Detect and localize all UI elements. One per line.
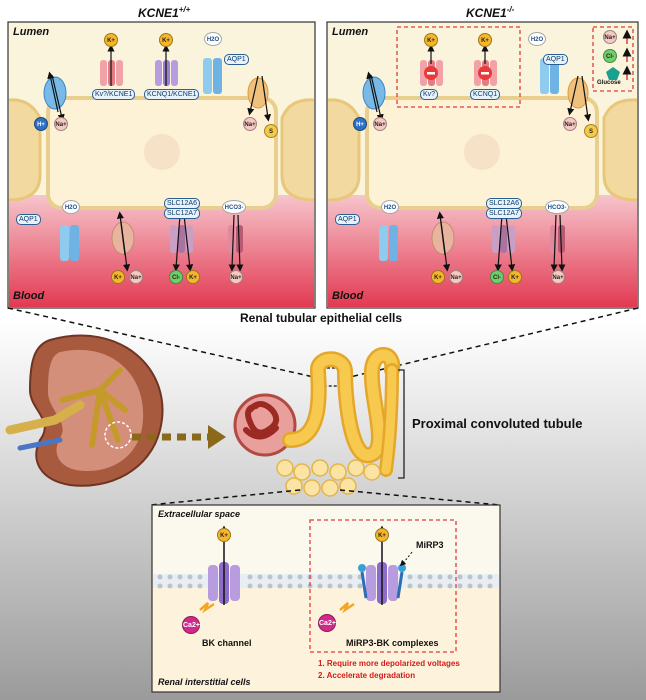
sodium-icon: Na+ <box>243 117 257 131</box>
potassium-icon: K+ <box>375 528 389 542</box>
note-2: 2. Accelerate degradation <box>318 671 416 680</box>
channel-label-aqp1: AQP1 <box>543 54 568 65</box>
potassium-icon: K+ <box>431 270 445 284</box>
note-1: 1. Require more depolarized voltages <box>318 659 460 668</box>
water-icon: H2O <box>204 32 222 46</box>
panel-bk-channel <box>151 504 501 693</box>
chloride-icon: Cl- <box>169 270 183 284</box>
bicarbonate-icon: HCO3- <box>222 200 246 214</box>
calcium-icon: Ca2+ <box>182 616 200 634</box>
mirp3-label: MiRP3 <box>416 540 444 550</box>
proton-icon: H+ <box>353 117 367 131</box>
complex-label: MiRP3-BK complexes <box>346 638 439 648</box>
sodium-icon: Na+ <box>129 270 143 284</box>
extracellular-label: Extracellular space <box>158 509 241 519</box>
channel-label-aqp1: AQP1 <box>224 54 249 65</box>
title-knockout: KCNE1-/- <box>466 5 514 20</box>
legend-sodium-icon: Na+ <box>603 30 617 44</box>
legend-chloride-icon: Cl- <box>603 49 617 63</box>
sodium-icon: Na+ <box>373 117 387 131</box>
kidney-illustration <box>5 334 164 487</box>
nephron-illustration <box>233 347 401 497</box>
potassium-icon: K+ <box>159 33 173 47</box>
lumen-label: Lumen <box>13 26 50 38</box>
blood-label: Blood <box>332 290 364 302</box>
channel-label-kv-kcne1: Kv?/KCNE1 <box>92 89 136 100</box>
title-genotype: -/- <box>506 5 515 14</box>
channel-label-kv: Kv? <box>420 89 439 100</box>
solute-icon: S <box>584 124 598 138</box>
calcium-icon: Ca2+ <box>318 614 336 632</box>
sodium-icon: Na+ <box>229 270 243 284</box>
cotransporter-label-2: SLC12A7 <box>164 208 200 219</box>
title-wildtype: KCNE1+/+ <box>138 5 190 20</box>
bicarbonate-icon: HCO3- <box>545 200 569 214</box>
panel-wildtype <box>7 21 316 309</box>
sodium-icon: Na+ <box>54 117 68 131</box>
potassium-icon: K+ <box>478 33 492 47</box>
section-label: Renal tubular epithelial cells <box>240 311 403 325</box>
legend-glucose-label: Glucose <box>597 80 621 86</box>
potassium-icon: K+ <box>104 33 118 47</box>
potassium-icon: K+ <box>217 528 231 542</box>
potassium-icon: K+ <box>424 33 438 47</box>
title-genotype: +/+ <box>178 5 191 14</box>
sodium-icon: Na+ <box>551 270 565 284</box>
blood-label: Blood <box>13 290 45 302</box>
title-gene: KCNE1 <box>466 6 507 20</box>
potassium-icon: K+ <box>508 270 522 284</box>
water-icon: H2O <box>62 200 80 214</box>
cotransporter-label-2: SLC12A7 <box>486 208 522 219</box>
panel-knockout <box>326 21 639 309</box>
sodium-icon: Na+ <box>563 117 577 131</box>
potassium-icon: K+ <box>186 270 200 284</box>
bk-channel-label: BK channel <box>202 638 252 648</box>
title-gene: KCNE1 <box>138 6 179 20</box>
potassium-icon: K+ <box>111 270 125 284</box>
water-icon: H2O <box>381 200 399 214</box>
aqp1-basal-label: AQP1 <box>335 214 360 225</box>
lumen-label: Lumen <box>332 26 369 38</box>
sodium-icon: Na+ <box>449 270 463 284</box>
interstitial-label: Renal interstitial cells <box>158 677 251 687</box>
channel-label-kcnq1: KCNQ1 <box>470 89 501 100</box>
chloride-icon: Cl- <box>490 270 504 284</box>
aqp1-basal-label: AQP1 <box>16 214 41 225</box>
channel-label-kcnq1-kcne1: KCNQ1/KCNE1 <box>144 89 200 100</box>
tubule-label: Proximal convoluted tubule <box>412 416 583 431</box>
water-icon: H2O <box>528 32 546 46</box>
proton-icon: H+ <box>34 117 48 131</box>
solute-icon: S <box>264 124 278 138</box>
